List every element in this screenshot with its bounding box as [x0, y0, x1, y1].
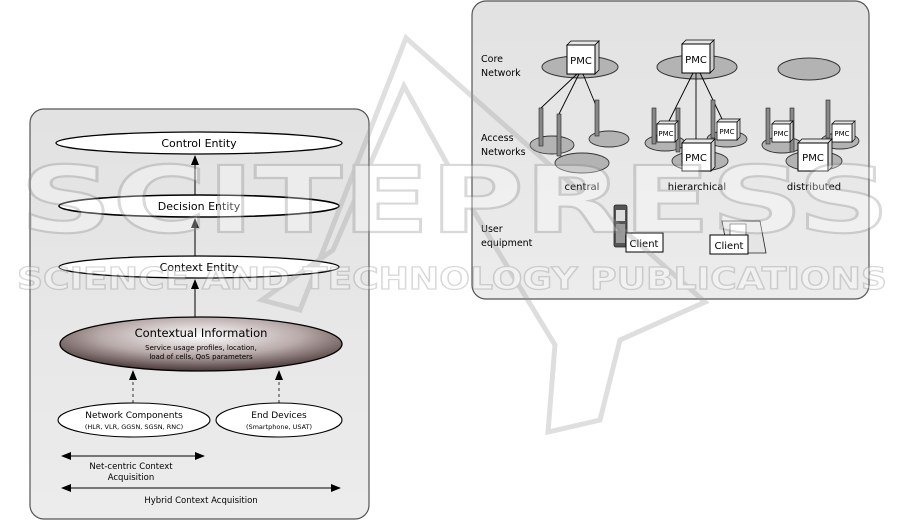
- antenna-icon: [538, 107, 544, 147]
- control-entity-label: Control Entity: [161, 137, 237, 150]
- right-panel: Core Network Access Networks User equipm…: [471, 0, 870, 300]
- control-entity: Control Entity: [55, 131, 343, 155]
- network-components-sub: (HLR, VLR, GGSN, SGSN, RNC): [85, 423, 183, 431]
- pmc-hier-small-1: PMC: [656, 120, 679, 143]
- end-devices-sub: (Smartphone, USAT): [246, 423, 312, 431]
- pmc-dist-small-2: PMC: [831, 120, 856, 143]
- pmc-label: PMC: [685, 55, 707, 66]
- watermark: SCITEPRESS SCIENCE AND TECHNOLOGY PUBLIC…: [16, 33, 891, 436]
- client-laptop: Client: [709, 220, 767, 255]
- central-topology: PMC central: [529, 40, 630, 193]
- network-components: Network Components (HLR, VLR, GGSN, SGSN…: [57, 402, 211, 438]
- contextual-information: Contextual Information Service usage pro…: [59, 316, 343, 372]
- context-entity: Context Entity: [58, 255, 340, 279]
- antenna-icon: [651, 107, 657, 145]
- pmc-label: PMC: [658, 130, 673, 138]
- left-panel: Control Entity Decision Entity Context E…: [29, 108, 370, 520]
- pmc-hier-big: PMC: [681, 138, 716, 172]
- client-label-1: Client: [630, 239, 659, 250]
- client-label-2: Client: [715, 241, 744, 252]
- pmc-label: PMC: [719, 128, 734, 136]
- pmc-hierarchical-core: PMC: [681, 39, 715, 74]
- contextual-information-title: Contextual Information: [135, 326, 268, 340]
- netcentric-label-1: Net-centric Context: [89, 462, 173, 472]
- end-devices-title: End Devices: [251, 411, 307, 421]
- watermark-main-text: SCITEPRESS: [20, 147, 890, 254]
- antenna-icon: [556, 113, 562, 157]
- distributed-label: distributed: [787, 182, 841, 193]
- client-box-1: [625, 232, 664, 253]
- hierarchical-label: hierarchical: [668, 182, 726, 193]
- pmc-hier-small-2: PMC: [716, 118, 741, 141]
- end-devices: End Devices (Smartphone, USAT): [215, 402, 343, 438]
- antenna-icon: [710, 99, 716, 139]
- client-smartphone: Client: [613, 204, 664, 253]
- hybrid-label: Hybrid Context Acquisition: [144, 496, 257, 506]
- contextual-information-line-1: Service usage profiles, location,: [145, 344, 257, 352]
- pmc-label: PMC: [685, 153, 707, 164]
- pmc-label: PMC: [802, 153, 824, 164]
- hierarchical-topology: PMC PMC PMC: [644, 39, 748, 193]
- pmc-label: PMC: [570, 56, 592, 67]
- central-label: central: [565, 182, 600, 193]
- watermark-sub-text: SCIENCE AND TECHNOLOGY PUBLICATIONS: [17, 262, 887, 297]
- user-equipment-label-1: User: [481, 224, 503, 235]
- context-entity-label: Context Entity: [160, 261, 239, 274]
- access-networks-label-2: Networks: [481, 147, 526, 158]
- antenna-icon: [594, 99, 600, 137]
- pmc-dist-big: PMC: [797, 138, 833, 172]
- distributed-topology: PMC PMC PMC distributed: [761, 57, 860, 193]
- pmc-central-core: PMC: [566, 40, 600, 75]
- decision-entity: Decision Entity: [58, 194, 340, 218]
- core-network-label-1: Core: [481, 54, 503, 65]
- core-network-label-2: Network: [481, 68, 521, 79]
- watermark-swoosh: [256, 33, 710, 436]
- netcentric-label-2: Acquisition: [108, 473, 155, 483]
- client-box-2: [709, 234, 749, 255]
- antenna-icon: [765, 107, 771, 145]
- pmc-label: PMC: [773, 130, 788, 138]
- pmc-dist-small-1: PMC: [771, 120, 794, 143]
- decision-entity-label: Decision Entity: [158, 200, 241, 213]
- access-cell-central-3: [554, 152, 610, 174]
- contextual-information-line-2: load of cells, QoS parameters: [149, 353, 253, 361]
- access-networks-label-1: Access: [481, 133, 514, 144]
- antenna-icon: [825, 99, 831, 139]
- network-components-title: Network Components: [85, 411, 183, 421]
- core-cloud-distributed: [777, 57, 841, 81]
- user-equipment-label-2: equipment: [481, 238, 533, 249]
- pmc-label: PMC: [834, 130, 849, 138]
